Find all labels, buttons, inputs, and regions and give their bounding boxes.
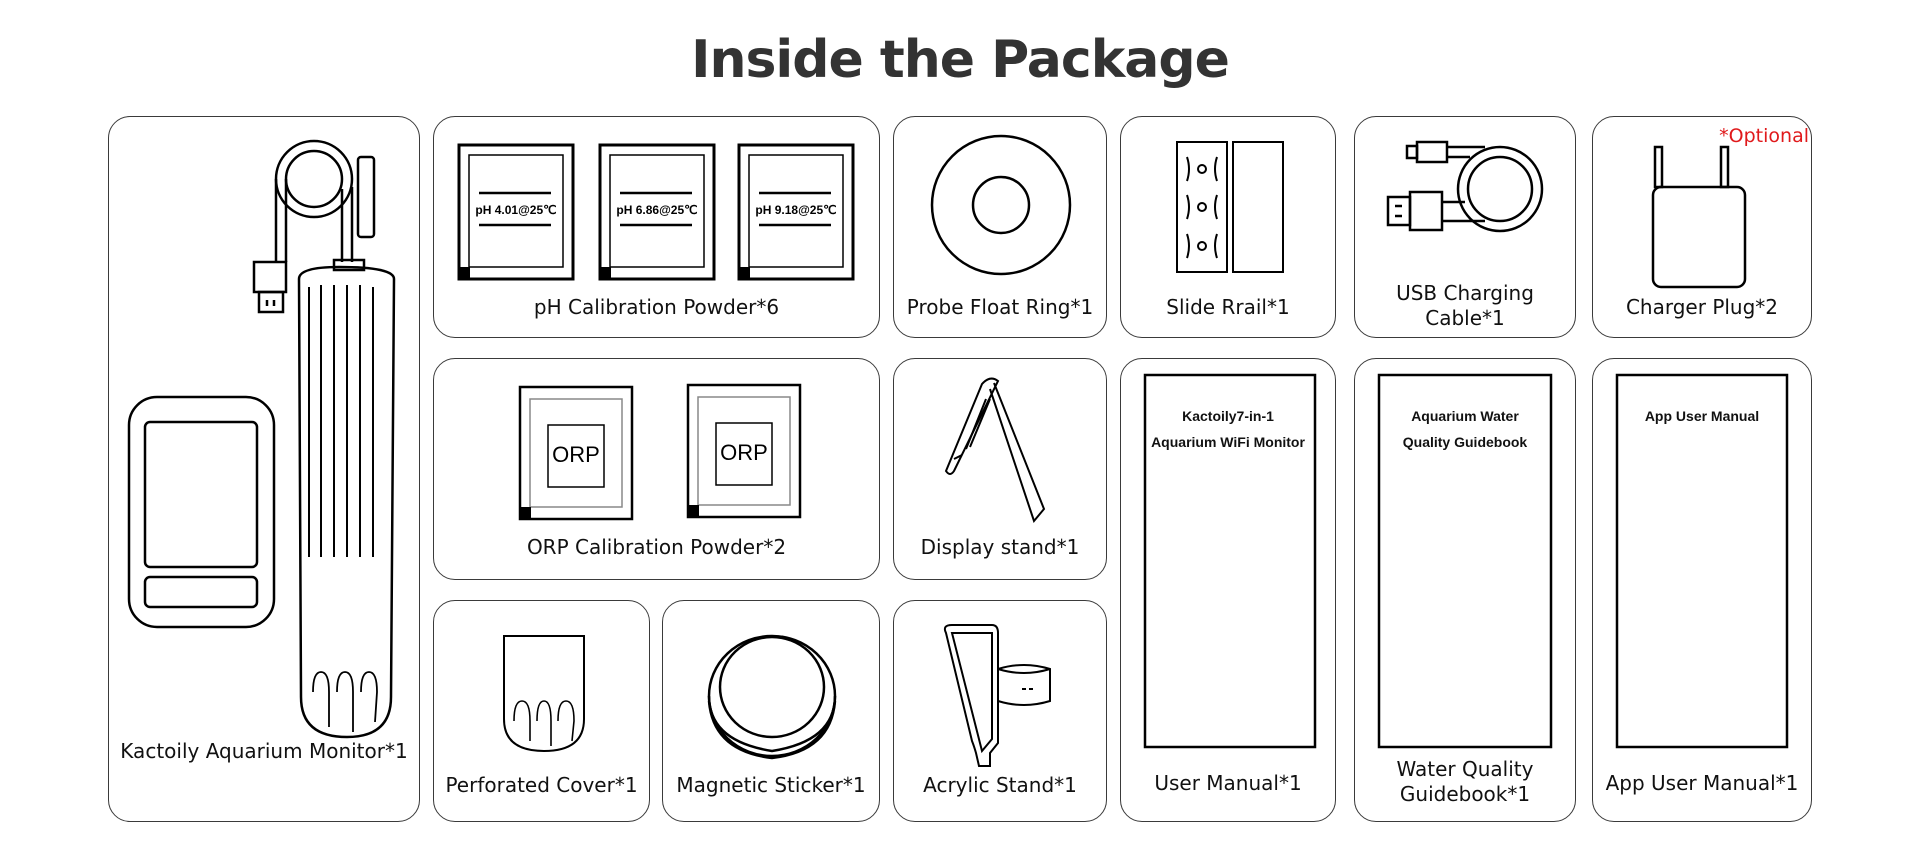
item-card-guidebook: Aquarium Water Quality Guidebook Water Q… (1354, 358, 1576, 822)
slide-rail-icon (1176, 141, 1284, 273)
manual-cover-text: App User Manual (1593, 403, 1811, 429)
item-label: Perforated Cover*1 (445, 773, 638, 797)
sachet-label: pH 6.86@25℃ (616, 203, 697, 217)
item-label: pH Calibration Powder*6 (533, 295, 780, 319)
item-label-line: Cable*1 (1425, 306, 1505, 330)
sachet-icon (737, 143, 855, 281)
item-card-display-stand: Display stand*1 (893, 358, 1107, 580)
item-label: Slide Rrail*1 (1166, 295, 1290, 319)
item-card-orp-powder: ORP ORP ORP Calibration Powder*2 (433, 358, 880, 580)
item-label: Probe Float Ring*1 (906, 295, 1094, 319)
manual-cover-text: Aquarium Water Quality Guidebook (1355, 403, 1575, 455)
monitor-illustration (127, 139, 396, 739)
guidebook-icon (1377, 373, 1553, 749)
manual-cover-line: Aquarium WiFi Monitor (1151, 434, 1305, 450)
item-card-app-manual: App User Manual App User Manual*1 (1592, 358, 1812, 822)
app-manual-icon (1615, 373, 1789, 749)
item-label: User Manual*1 (1154, 771, 1302, 795)
item-card-ph-powder: pH 4.01@25℃ pH 6.86@25℃ pH 9.18@25℃ pH C… (433, 116, 880, 338)
item-card-slide-rail: Slide Rrail*1 (1120, 116, 1336, 338)
item-label-line: Water Quality (1396, 757, 1534, 781)
display-unit-icon (127, 395, 276, 629)
item-label: Magnetic Sticker*1 (676, 773, 866, 797)
item-card-acrylic-stand: Acrylic Stand*1 (893, 600, 1107, 822)
manual-cover-line: Aquarium Water (1411, 408, 1519, 424)
manual-cover-text: Kactoily7-in-1 Aquarium WiFi Monitor (1121, 403, 1335, 455)
sachet-icon (686, 383, 802, 519)
sachet-icon (518, 385, 634, 521)
manual-icon (1143, 373, 1317, 749)
item-label: Acrylic Stand*1 (923, 773, 1077, 797)
orp-sachets-illustration: ORP ORP (518, 383, 802, 521)
sachet-label: ORP (720, 440, 768, 465)
optional-note: *Optional (1719, 125, 1809, 147)
magnetic-sticker-icon (707, 634, 837, 760)
usb-cable-icon (1386, 140, 1544, 233)
item-label: Charger Plug*2 (1625, 295, 1779, 319)
charger-plug-icon (1651, 145, 1747, 289)
item-card-usb-cable: USB Charging Cable*1 (1354, 116, 1576, 338)
item-card-monitor: Kactoily Aquarium Monitor*1 (108, 116, 420, 822)
item-label: Display stand*1 (920, 535, 1080, 559)
item-card-float-ring: Probe Float Ring*1 (893, 116, 1107, 338)
item-label-line: USB Charging (1396, 281, 1534, 305)
item-label: App User Manual*1 (1605, 771, 1799, 795)
sachet-icon (457, 143, 575, 281)
item-label: ORP Calibration Powder*2 (526, 535, 787, 559)
item-label-line: Guidebook*1 (1399, 782, 1531, 806)
sachet-label: pH 9.18@25℃ (755, 203, 836, 217)
item-card-magnetic-sticker: Magnetic Sticker*1 (662, 600, 880, 822)
display-stand-icon (944, 377, 1046, 524)
item-label: Water Quality Guidebook*1 (1355, 757, 1575, 807)
perforated-cover-icon (503, 635, 585, 753)
item-card-perforated-cover: Perforated Cover*1 (433, 600, 650, 822)
ph-sachets-illustration: pH 4.01@25℃ pH 6.86@25℃ pH 9.18@25℃ (457, 143, 855, 281)
manual-cover-line: App User Manual (1644, 408, 1760, 424)
manual-cover-line: Kactoily7-in-1 (1182, 408, 1274, 424)
sachet-label: ORP (552, 442, 600, 467)
page-title: Inside the Package (691, 30, 1230, 90)
sachet-label: pH 4.01@25℃ (475, 203, 556, 217)
probe-icon (297, 265, 396, 739)
item-label: Kactoily Aquarium Monitor*1 (120, 739, 408, 763)
sachet-icon (598, 143, 716, 281)
item-label: USB Charging Cable*1 (1355, 281, 1575, 331)
manual-cover-line: Quality Guidebook (1402, 434, 1528, 450)
float-ring-icon (930, 134, 1072, 276)
acrylic-stand-icon (943, 624, 1051, 767)
item-card-charger-plug: *Optional Charger Plug*2 (1592, 116, 1812, 338)
item-card-user-manual: Kactoily7-in-1 Aquarium WiFi Monitor Use… (1120, 358, 1336, 822)
